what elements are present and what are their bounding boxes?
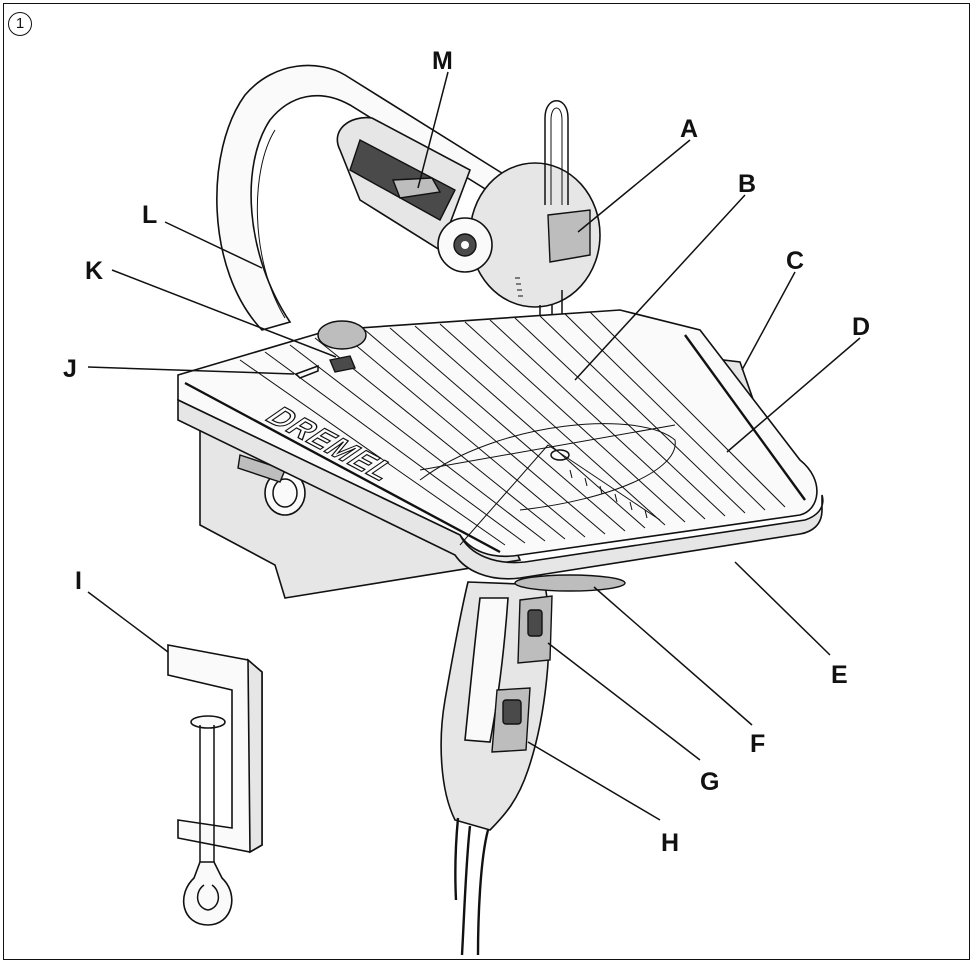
blade-handle <box>544 100 569 205</box>
callout-labels: A B C D E F G H I J K L M <box>63 47 870 857</box>
figure-number: 1 <box>8 12 32 36</box>
callout-k: K <box>85 257 103 285</box>
callout-c: C <box>786 247 804 275</box>
callout-f: F <box>750 730 765 758</box>
handle-grip <box>440 574 626 956</box>
callout-l: L <box>142 201 157 229</box>
table-ribs <box>239 311 786 546</box>
callout-g: G <box>700 768 719 796</box>
motor-head <box>336 116 601 308</box>
callout-a: A <box>680 115 698 143</box>
callout-b: B <box>738 170 756 198</box>
callout-d: D <box>852 313 870 341</box>
callout-i: I <box>75 567 82 595</box>
callout-j: J <box>63 355 77 383</box>
angle-scale <box>569 469 648 519</box>
table-clamp <box>167 644 263 926</box>
leader-lines <box>87 71 861 821</box>
callout-h: H <box>661 829 679 857</box>
callout-e: E <box>831 661 848 689</box>
callout-m: M <box>432 47 453 75</box>
